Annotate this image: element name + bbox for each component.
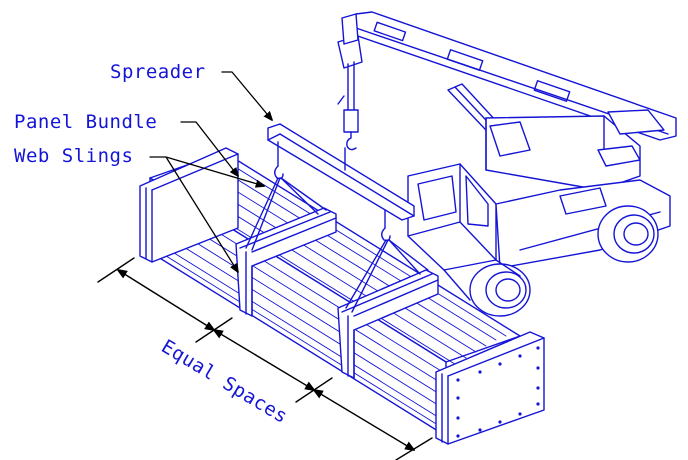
rear-wheel: [597, 205, 659, 263]
spreader-label: Spreader: [110, 61, 206, 83]
panel-bundle-label: Panel Bundle: [14, 111, 157, 133]
dunnage-band-1: [235, 207, 337, 317]
spreader-bar: [267, 123, 415, 242]
web-slings-label: Web Slings: [14, 145, 133, 167]
crane-truck: [337, 11, 677, 317]
crane-turret: [485, 109, 665, 191]
label-panel-bundle: Panel Bundle: [14, 111, 238, 176]
label-spreader: Spreader: [110, 61, 272, 120]
label-web-slings: Web Slings: [14, 145, 264, 272]
crane-hook: [337, 61, 359, 151]
web-slings: [245, 177, 429, 313]
truck-cab: [407, 163, 497, 271]
truck-chassis: [495, 179, 671, 269]
front-wheel: [469, 263, 531, 317]
dunnage-band-2: [337, 269, 439, 379]
crane-boom: [337, 11, 677, 141]
equal-spaces-label: Equal Spaces: [157, 335, 291, 428]
right-end-cap: [435, 331, 545, 445]
